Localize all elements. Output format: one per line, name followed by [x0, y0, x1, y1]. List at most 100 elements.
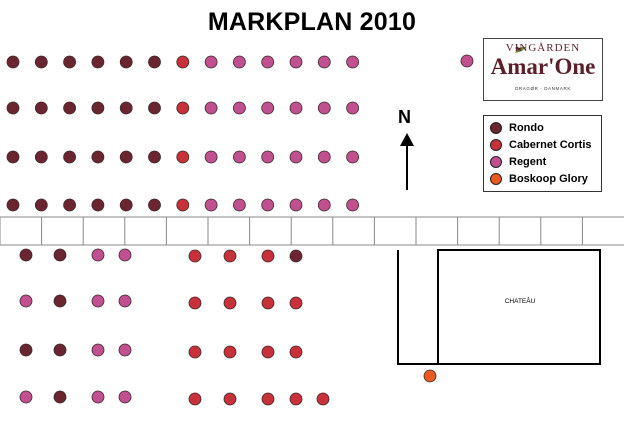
- north-arrow-icon: [400, 133, 414, 190]
- north-label: N: [398, 107, 411, 127]
- map-title: MARKPLAN 2010: [207, 8, 417, 36]
- vine-rondo: [119, 101, 133, 115]
- legend-label: Regent: [509, 156, 547, 168]
- vine-regent: [204, 198, 218, 212]
- building-label: CHATEÂU: [504, 298, 536, 305]
- vine-boskoop-glory: [423, 369, 437, 383]
- vine-rondo: [6, 198, 20, 212]
- vine-regent: [346, 198, 360, 212]
- vine-rondo: [148, 101, 161, 115]
- vine-regent: [91, 294, 105, 308]
- vine-rondo: [91, 101, 105, 115]
- vine-rondo: [53, 390, 67, 404]
- vine-rondo: [63, 101, 76, 115]
- vine-cabernet-cortis: [223, 345, 237, 359]
- north-arrow-head: [400, 133, 414, 146]
- legend-item-regent: Regent: [490, 154, 546, 170]
- vine-regent: [289, 55, 303, 69]
- vine-cabernet-cortis: [289, 345, 303, 359]
- vine-regent: [118, 343, 132, 357]
- vine-regent: [91, 248, 105, 262]
- vine-cabernet-cortis: [188, 296, 202, 310]
- vine-cabernet-cortis: [261, 392, 275, 406]
- vine-cabernet-cortis: [223, 296, 237, 310]
- legend-label: Boskoop Glory: [509, 173, 588, 185]
- vine-cabernet-cortis: [176, 198, 190, 212]
- legend: Rondo Cabernet Cortis Regent Boskoop Glo…: [483, 115, 602, 192]
- vine-regent: [232, 101, 246, 115]
- vine-cabernet-cortis: [188, 249, 202, 263]
- vine-cabernet-cortis: [223, 249, 237, 263]
- vine-rondo: [6, 55, 20, 69]
- logo-subtitle: DRAGØR · DANMARK: [515, 86, 571, 91]
- vine-regent: [204, 150, 218, 164]
- vine-regent: [317, 55, 331, 69]
- vineyard-logo: VINGÅRDEN Amar'One DRAGØR · DANMARK: [483, 38, 603, 101]
- vine-rondo: [63, 55, 76, 69]
- vine-rondo: [148, 55, 161, 69]
- vine-regent: [289, 198, 303, 212]
- vine-cabernet-cortis: [261, 249, 275, 263]
- chateau-building: [397, 249, 601, 365]
- grape-leaf-icon: [515, 46, 526, 53]
- legend-label: Rondo: [509, 122, 544, 134]
- vine-rondo: [19, 248, 33, 262]
- cabernet-cortis-dot-icon: [490, 139, 502, 151]
- logo-top-text: VINGÅRDEN: [505, 42, 581, 54]
- vine-regent: [232, 55, 246, 69]
- vine-regent: [261, 198, 275, 212]
- vine-regent: [118, 294, 132, 308]
- vine-rondo: [119, 198, 133, 212]
- vine-regent: [261, 55, 275, 69]
- vine-regent: [346, 55, 360, 69]
- legend-item-cabernet-cortis: Cabernet Cortis: [490, 137, 592, 153]
- chateau-wall: [397, 250, 438, 365]
- legend-item-boskoop-glory: Boskoop Glory: [490, 171, 588, 187]
- vine-regent: [460, 54, 474, 68]
- vine-rondo: [34, 55, 48, 69]
- vine-cabernet-cortis: [223, 392, 237, 406]
- vine-rondo: [34, 150, 48, 164]
- vine-rondo: [53, 294, 67, 308]
- vine-regent: [204, 55, 218, 69]
- vine-rondo: [148, 198, 161, 212]
- vine-rondo: [19, 343, 33, 357]
- vine-rondo: [53, 248, 67, 262]
- vine-rondo: [34, 198, 48, 212]
- legend-item-rondo: Rondo: [490, 120, 544, 136]
- vine-rondo: [119, 150, 133, 164]
- vine-rondo: [289, 249, 303, 263]
- vine-regent: [204, 101, 218, 115]
- logo-name: Amar'One: [490, 54, 596, 79]
- vine-rondo: [63, 150, 76, 164]
- vine-regent: [346, 101, 360, 115]
- vine-regent: [232, 150, 246, 164]
- vine-rondo: [119, 55, 133, 69]
- vine-cabernet-cortis: [176, 150, 190, 164]
- vine-regent: [317, 150, 331, 164]
- chateau-outline: [437, 249, 601, 365]
- vine-rondo: [34, 101, 48, 115]
- vine-rondo: [6, 150, 20, 164]
- vine-cabernet-cortis: [289, 296, 303, 310]
- vine-regent: [317, 101, 331, 115]
- vine-regent: [261, 150, 275, 164]
- vine-regent: [118, 248, 132, 262]
- vine-cabernet-cortis: [261, 296, 275, 310]
- vine-regent: [19, 390, 33, 404]
- vine-regent: [91, 390, 105, 404]
- vine-rondo: [6, 101, 20, 115]
- vine-rondo: [63, 198, 76, 212]
- vine-cabernet-cortis: [261, 345, 275, 359]
- vine-regent: [346, 150, 360, 164]
- legend-label: Cabernet Cortis: [509, 139, 592, 151]
- vine-cabernet-cortis: [188, 392, 202, 406]
- vine-plants: [6, 54, 474, 406]
- vine-regent: [289, 101, 303, 115]
- regent-dot-icon: [490, 156, 502, 168]
- vine-regent: [317, 198, 331, 212]
- vine-regent: [19, 294, 33, 308]
- vine-cabernet-cortis: [176, 101, 190, 115]
- vine-regent: [91, 343, 105, 357]
